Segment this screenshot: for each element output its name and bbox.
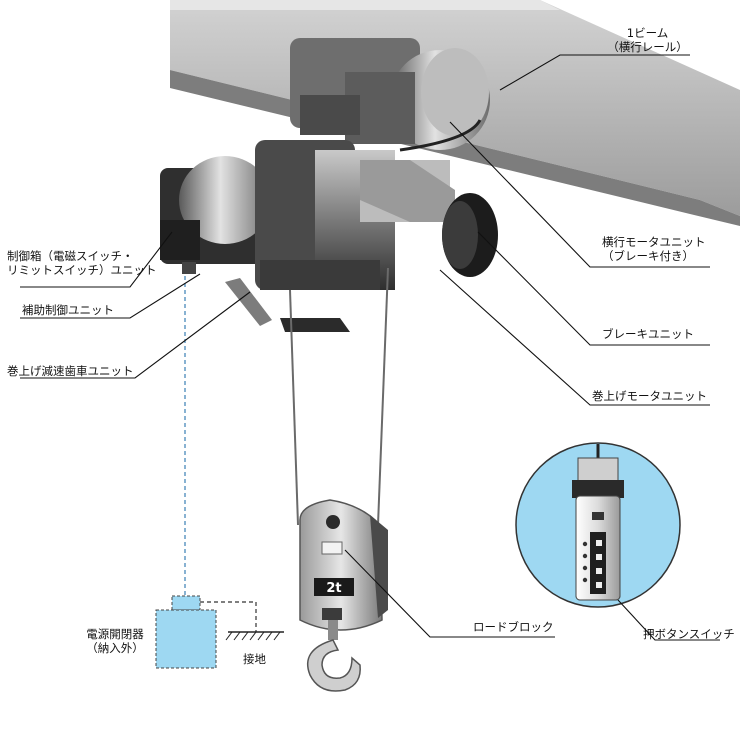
label-disconnect: 電源開閉器 （納入外） — [75, 627, 155, 655]
leader-traverse — [449, 121, 710, 268]
leader-load-block — [344, 549, 555, 638]
label-disconnect-line2: （納入外） — [86, 641, 144, 655]
label-control-box: 制御箱（電磁スイッチ・ リミットスイッチ）ユニット — [7, 249, 157, 277]
leader-reducer — [20, 291, 251, 379]
block-badge-text: 2t — [326, 581, 341, 596]
label-beam: 1ビーム （横行レール） — [600, 26, 695, 54]
label-control-line1: 制御箱（電磁スイッチ・ — [7, 249, 134, 263]
traverse-motor-unit — [290, 38, 490, 152]
label-traverse-line2: （ブレーキ付き） — [602, 249, 694, 263]
leader-brake — [477, 231, 710, 346]
aux-control-arm — [182, 262, 350, 332]
label-control-line2: リミットスイッチ）ユニット — [7, 263, 157, 277]
label-beam-line1: 1ビーム — [626, 26, 669, 40]
label-traverse-line1: 横行モータユニット — [602, 235, 706, 249]
hoist-body — [160, 140, 498, 290]
leader-pushbutton — [617, 599, 720, 641]
pushbutton-inset — [515, 442, 681, 608]
label-traverse-motor: 横行モータユニット （ブレーキ付き） — [602, 235, 706, 263]
label-aux-control: 補助制御ユニット — [22, 303, 114, 317]
label-load-block: ロードブロック — [473, 620, 554, 634]
label-pushbutton: 押ボタンスイッチ — [643, 627, 735, 641]
leader-lines — [20, 54, 720, 641]
leader-beam — [499, 54, 690, 91]
label-hoist-motor: 巻上げモータユニット — [592, 389, 707, 403]
label-beam-line2: （横行レール） — [607, 40, 688, 54]
label-brake-unit: ブレーキユニット — [602, 327, 694, 341]
leader-aux — [20, 273, 201, 319]
label-ground: 接地 — [243, 652, 266, 666]
wire-ropes — [289, 267, 389, 526]
label-reducer: 巻上げ減速歯車ユニット — [7, 364, 134, 378]
leader-control — [20, 231, 173, 288]
label-disconnect-line1: 電源開閉器 — [86, 627, 144, 641]
load-block: 2t — [299, 499, 388, 692]
disconnect-switch — [155, 276, 284, 669]
leader-hoist-motor — [439, 269, 710, 406]
